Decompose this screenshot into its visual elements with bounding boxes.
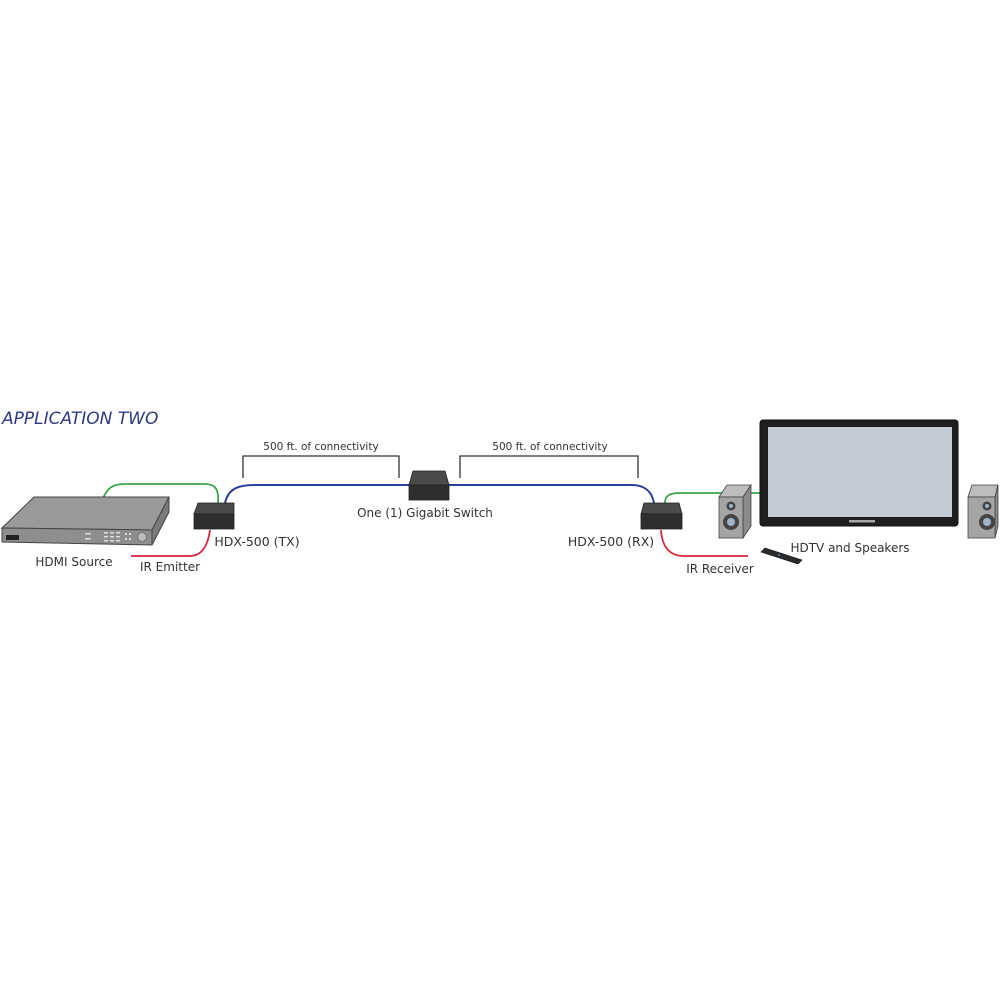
hdtv-device xyxy=(759,419,959,527)
speaker-right xyxy=(967,484,999,539)
network-cable-tx xyxy=(224,484,410,504)
remote-control-icon xyxy=(760,547,803,565)
hdmi-cable-display xyxy=(664,492,762,504)
diagram-title: APPLICATION TWO xyxy=(1,409,158,429)
speaker-left xyxy=(718,483,752,540)
ir-emitter-cable xyxy=(131,529,211,557)
hdx-500-tx-device xyxy=(193,502,235,530)
bracket-left-label: 500 ft. of connectivity xyxy=(263,441,378,453)
gigabit-switch-device xyxy=(408,470,450,501)
ir-emitter-label: IR Emitter xyxy=(140,560,200,574)
hdmi-source-label: HDMI Source xyxy=(35,555,112,569)
network-cable-rx xyxy=(448,484,655,504)
hdmi-cable-source xyxy=(102,483,220,504)
gigabit-switch-label: One (1) Gigabit Switch xyxy=(357,506,493,520)
ir-receiver-label: IR Receiver xyxy=(686,562,754,576)
bracket-left: 500 ft. of connectivity xyxy=(242,441,400,478)
hdx-500-rx-label: HDX-500 (RX) xyxy=(568,534,654,549)
hdx-500-tx-label: HDX-500 (TX) xyxy=(214,534,299,549)
hdtv-label: HDTV and Speakers xyxy=(790,541,909,555)
hdx-500-rx-device xyxy=(640,502,683,530)
bracket-right-label: 500 ft. of connectivity xyxy=(492,441,607,453)
bracket-right: 500 ft. of connectivity xyxy=(459,441,639,478)
hdmi-source-device xyxy=(0,496,170,546)
ir-receiver-cable xyxy=(660,529,748,557)
